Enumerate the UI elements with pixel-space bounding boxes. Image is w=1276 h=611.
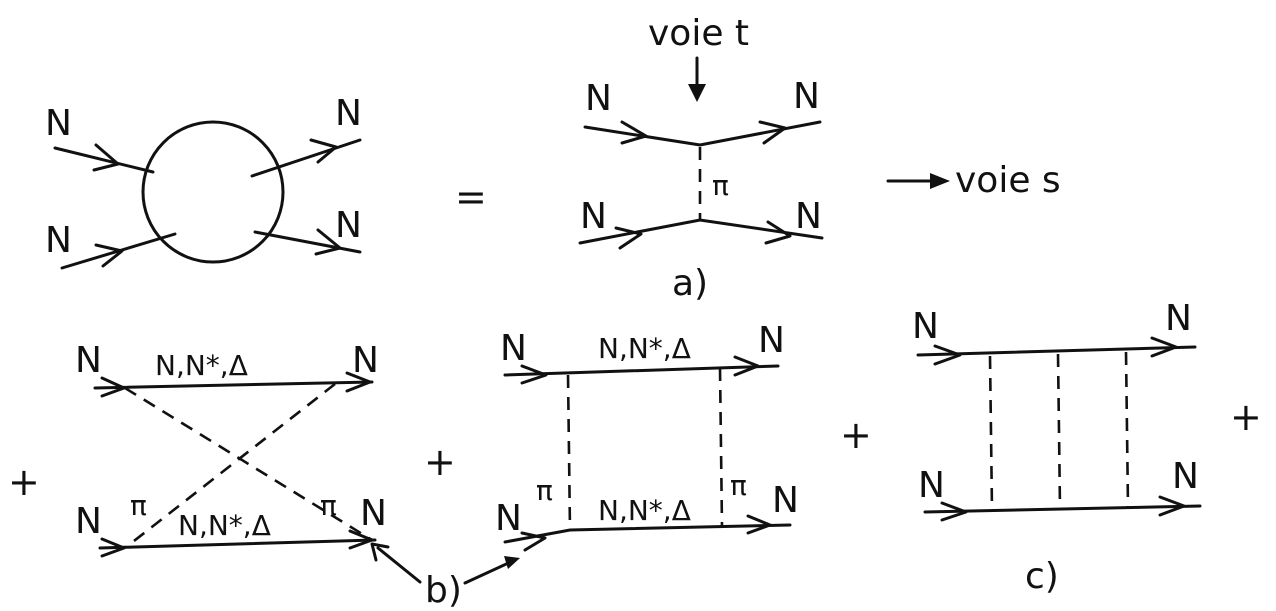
label-voie-s: voie s [955, 160, 1061, 201]
label-n: N [500, 328, 527, 369]
label-pi: π [130, 489, 147, 522]
arrow-icon [309, 138, 338, 164]
label-intermediate: N,N*,Δ [598, 494, 691, 527]
equals-sign: = [455, 175, 487, 219]
label-pi: π [320, 489, 337, 522]
arrow-icon [746, 514, 772, 535]
pion-exchange-line [1124, 351, 1130, 508]
label-n: N [1165, 298, 1192, 339]
label-n: N [793, 76, 820, 117]
voie-t-arrow-icon [688, 84, 706, 102]
label-n: N [1172, 456, 1199, 497]
diagram-b-box: N N N N N,N*,Δ N,N*,Δ π π [495, 320, 799, 552]
arrow-icon [345, 371, 372, 393]
arrow-icon [733, 355, 760, 377]
pion-exchange-line [718, 367, 724, 528]
plus-sign: + [424, 440, 456, 484]
label-n: N [585, 78, 612, 119]
arrow-icon [94, 243, 124, 268]
voie-s-annotation: voie s [886, 160, 1061, 201]
arrow-icon [933, 344, 962, 366]
label-n: N [580, 196, 607, 237]
blob-diagram: N N N N [45, 93, 362, 270]
arrow-icon [92, 143, 120, 172]
arrow-icon [504, 556, 520, 569]
nucleon-line-top [583, 120, 822, 147]
label-n: N [335, 93, 362, 134]
label-a: a) [672, 263, 708, 304]
plus-sign: + [840, 413, 872, 457]
arrow-icon [100, 376, 126, 398]
arrow-icon [758, 120, 787, 145]
label-pi: π [536, 474, 553, 507]
plus-sign: + [1230, 395, 1262, 439]
label-n: N [772, 480, 799, 521]
label-c: c) [1025, 556, 1059, 597]
arrow-icon [314, 228, 342, 256]
label-n: N [360, 493, 387, 534]
label-n: N [495, 498, 522, 539]
label-intermediate: N,N*,Δ [598, 332, 691, 365]
arrow-icon [1150, 336, 1178, 358]
b-pointer-line [376, 546, 422, 584]
pion-line-crossed [124, 386, 373, 542]
interaction-blob [141, 120, 285, 264]
pion-exchange-line [988, 355, 994, 511]
nucleon-line-bottom [98, 538, 377, 550]
arrow-icon [620, 120, 648, 145]
nucleon-line-top [916, 345, 1197, 357]
label-voie-t: voie t [648, 13, 749, 54]
label-intermediate: N,N*,Δ [155, 349, 248, 382]
arrow-icon [1158, 495, 1186, 517]
label-n: N [75, 501, 102, 542]
label-intermediate: N,N*,Δ [178, 509, 271, 542]
nucleon-line-top [503, 364, 780, 377]
diagram-a: voie t N N N N π a) [578, 13, 824, 304]
label-n: N [45, 220, 72, 261]
diagram-b-crossed: N N N N N,N*,Δ N,N*,Δ π π [75, 340, 387, 558]
nucleon-line-out-bottom [253, 230, 362, 254]
label-b: b) [425, 570, 462, 611]
label-n: N [75, 340, 102, 381]
arrow-icon [614, 226, 643, 250]
diagram-c: N N N N c) [912, 298, 1202, 597]
label-n: N [912, 306, 939, 347]
arrow-icon [764, 220, 792, 245]
pion-line-crossed [124, 382, 336, 550]
pion-exchange-line [1056, 353, 1062, 509]
arrow-icon [520, 364, 548, 385]
label-n: N [335, 205, 362, 246]
label-n: N [352, 340, 379, 381]
label-pi: π [730, 469, 747, 502]
label-n: N [758, 320, 785, 361]
voie-s-arrow-icon [930, 173, 950, 189]
b-pointer: b) [370, 542, 520, 611]
pion-exchange-line [566, 374, 572, 531]
nucleon-line-in-top [53, 146, 155, 174]
arrow-icon [370, 542, 390, 562]
nucleon-line-out-top [250, 138, 362, 178]
arrow-icon [520, 531, 547, 552]
label-n: N [795, 196, 822, 237]
nucleon-line-bottom [923, 504, 1202, 514]
label-n: N [45, 103, 72, 144]
label-pi: π [712, 169, 729, 202]
label-n: N [918, 465, 945, 506]
plus-sign: + [8, 460, 40, 504]
nucleon-line-top [93, 380, 374, 390]
arrow-icon [940, 501, 968, 522]
arrow-icon [100, 537, 126, 558]
